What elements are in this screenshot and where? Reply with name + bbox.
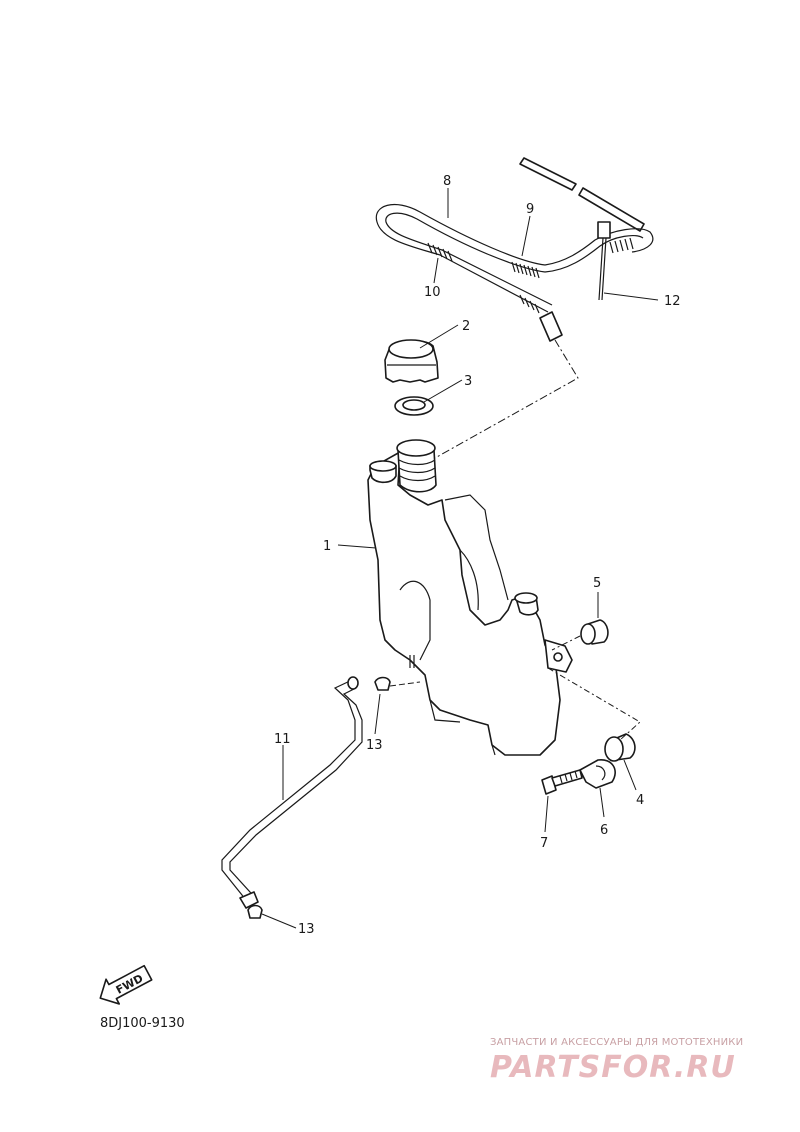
part-code: 8DJ100-9130 xyxy=(100,1016,185,1031)
hose-clip-13-upper xyxy=(374,676,421,691)
spring-12 xyxy=(609,237,634,254)
reservoir-tank xyxy=(367,439,573,756)
damper-4 xyxy=(547,667,641,762)
clamp-6 xyxy=(579,759,616,789)
hose-8 xyxy=(375,203,549,313)
leader-lines xyxy=(261,188,659,929)
fwd-arrow-icon: FWD xyxy=(99,964,153,1005)
callout-12: 12 xyxy=(664,294,681,309)
hose-clip-13-lower xyxy=(247,904,263,919)
hose-segment-top xyxy=(519,157,577,191)
callout-numbers: 1 2 3 4 5 6 7 8 9 10 11 12 13 13 xyxy=(274,174,681,937)
callout-5: 5 xyxy=(593,576,601,591)
callout-2: 2 xyxy=(462,319,470,334)
radiator-cap xyxy=(384,339,439,383)
callout-1: 1 xyxy=(323,539,331,554)
grommet-5 xyxy=(551,619,609,651)
callout-3: 3 xyxy=(464,374,472,389)
callout-11: 11 xyxy=(274,732,291,747)
watermark-logo: PARTSFOR.RU xyxy=(490,1050,736,1085)
hose-segment-right xyxy=(578,187,645,232)
breather-hose-11 xyxy=(221,676,363,909)
callout-10: 10 xyxy=(424,285,441,300)
overflow-hose-assembly xyxy=(375,157,654,459)
bracket-12 xyxy=(597,221,611,239)
callout-7: 7 xyxy=(540,836,548,851)
watermark-tagline: ЗАПЧАСТИ И АКСЕССУАРЫ ДЛЯ МОТОТЕХНИКИ xyxy=(490,1037,744,1048)
callout-6: 6 xyxy=(600,823,608,838)
callout-8: 8 xyxy=(443,174,451,189)
callout-13-upper: 13 xyxy=(366,738,383,753)
callout-13-lower: 13 xyxy=(298,922,315,937)
gasket xyxy=(394,396,434,416)
callout-9: 9 xyxy=(526,202,534,217)
hose-9 xyxy=(544,228,654,266)
spring-9 xyxy=(511,261,540,279)
bolt-7 xyxy=(541,769,583,795)
callout-4: 4 xyxy=(636,793,644,808)
spring-10 xyxy=(427,242,453,262)
